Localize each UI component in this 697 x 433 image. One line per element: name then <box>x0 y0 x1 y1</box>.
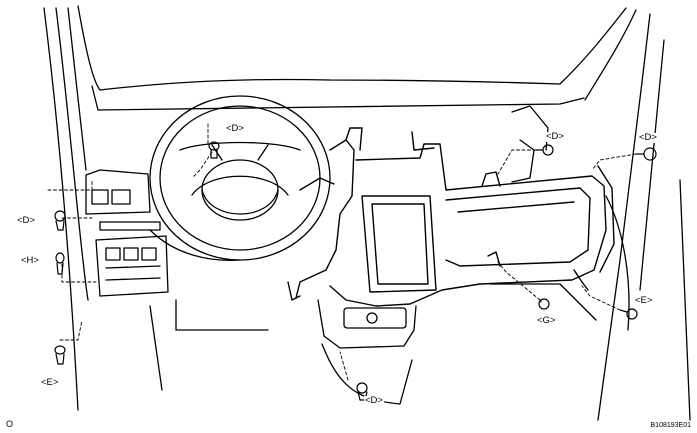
bolt-steering <box>208 141 220 159</box>
bolt-left-e <box>54 345 66 365</box>
callout-d-left: <D> <box>16 215 36 226</box>
bolt-right-g <box>538 298 550 310</box>
callout-e-right: <E> <box>634 295 654 306</box>
bolt-left-d <box>54 210 66 231</box>
bolt-right-e <box>619 308 638 320</box>
vehicle-body-outline <box>43 5 691 421</box>
callout-d-bottom: <D> <box>364 395 384 406</box>
callout-g-right: <G> <box>536 315 557 326</box>
callout-d-steering: <D> <box>225 123 245 134</box>
fasteners <box>54 141 657 401</box>
callout-h-left: <H> <box>20 255 40 266</box>
bolt-center-right-d <box>535 144 554 156</box>
corner-mark: O <box>6 419 14 429</box>
right-dash-section <box>489 105 630 331</box>
steering-wheel <box>149 95 331 261</box>
bolt-far-right-d <box>635 147 657 161</box>
callout-d-center-right: <D> <box>545 131 565 142</box>
center-console <box>317 299 417 405</box>
callout-d-far-right: <D> <box>638 132 658 143</box>
callout-e-left: <E> <box>40 377 60 388</box>
figure-code: B108193E01 <box>650 422 691 429</box>
left-switch-panel <box>85 169 269 391</box>
dashboard-frame <box>287 127 615 307</box>
screw-left-h <box>55 252 65 275</box>
leader-lines <box>47 123 637 381</box>
